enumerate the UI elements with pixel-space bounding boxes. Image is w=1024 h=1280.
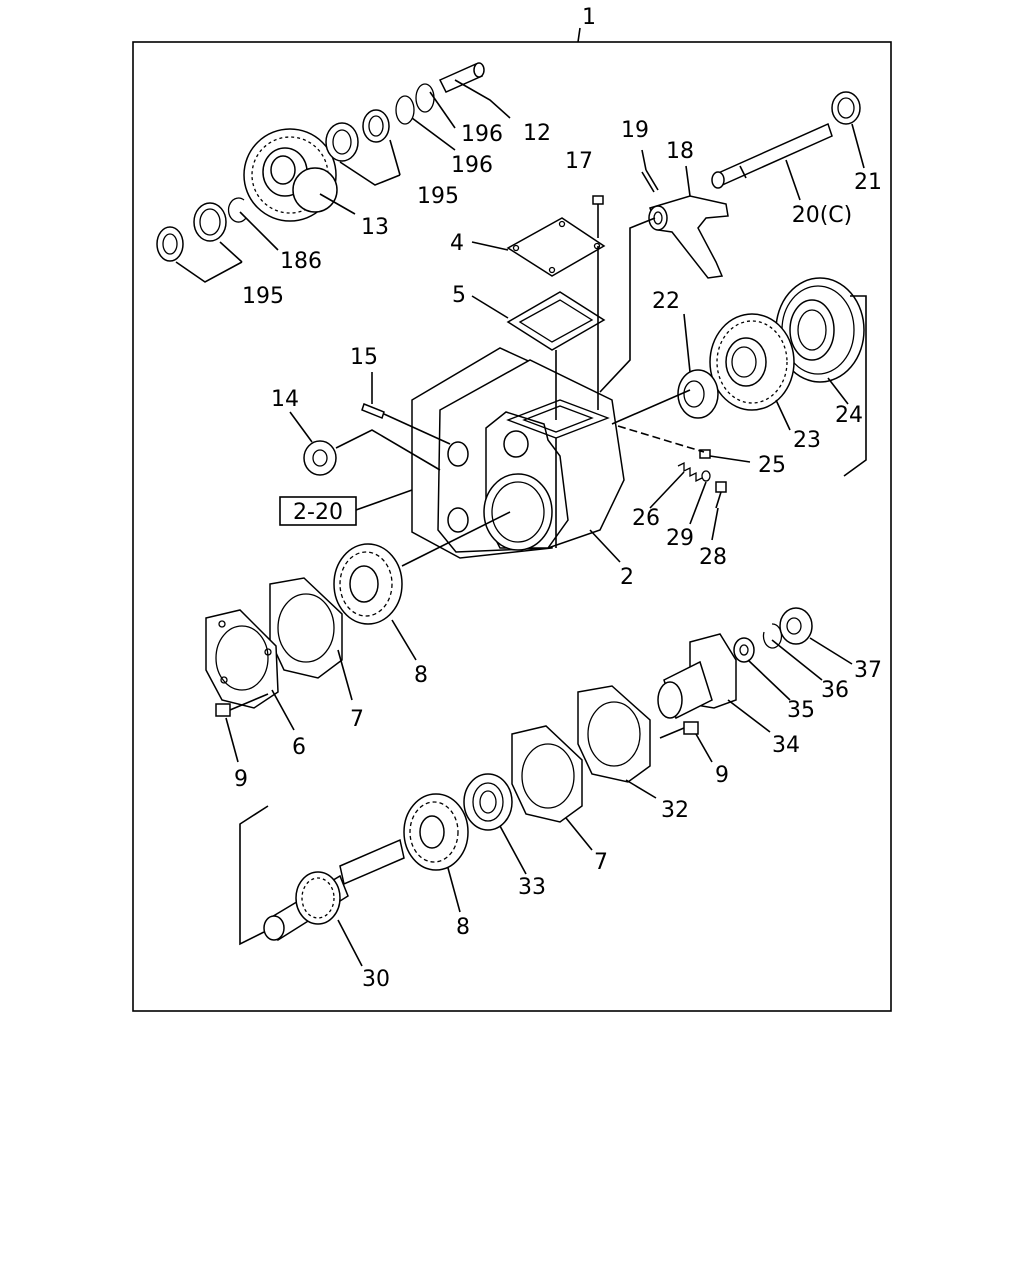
callout-15: 15 bbox=[350, 345, 378, 370]
bearing-195-upper-part bbox=[325, 109, 390, 162]
callout-5: 5 bbox=[452, 283, 466, 308]
callout-22: 22 bbox=[652, 289, 680, 314]
callout-24: 24 bbox=[835, 403, 863, 428]
bearing-195-left-part bbox=[156, 202, 227, 262]
seal-33-part bbox=[463, 773, 513, 831]
callout-23: 23 bbox=[793, 428, 821, 453]
callout-7-upper: 7 bbox=[350, 707, 364, 732]
pin-15-part bbox=[361, 403, 385, 419]
callout-29: 29 bbox=[666, 526, 694, 551]
callout-195-left: 195 bbox=[242, 284, 284, 309]
callout-18: 18 bbox=[666, 139, 694, 164]
callout-195-upper: 195 bbox=[417, 184, 459, 209]
housing-2-part bbox=[411, 347, 625, 559]
callout-13: 13 bbox=[361, 215, 389, 240]
bushing-14-part bbox=[303, 440, 337, 476]
callout-25: 25 bbox=[758, 453, 786, 478]
pin-19-part bbox=[641, 169, 659, 193]
bearing-8-upper-part bbox=[333, 543, 403, 625]
callout-35: 35 bbox=[787, 698, 815, 723]
callout-9-right: 9 bbox=[715, 763, 729, 788]
flange-34-part bbox=[657, 633, 737, 720]
callout-9-left: 9 bbox=[234, 767, 248, 792]
gasket-7-lower-part bbox=[511, 725, 583, 823]
callout-20c: 20(C) bbox=[792, 203, 853, 228]
callout-26: 26 bbox=[632, 506, 660, 531]
snap-ring-186-part bbox=[227, 197, 247, 223]
callout-32: 32 bbox=[661, 798, 689, 823]
pin-12-part bbox=[438, 62, 485, 93]
callout-36: 36 bbox=[821, 678, 849, 703]
shift-fork-18-part bbox=[648, 195, 729, 279]
callout-196-lower: 196 bbox=[451, 153, 493, 178]
shim-196-part bbox=[395, 83, 435, 125]
bolt-9-left-part bbox=[215, 693, 269, 717]
gear-13-part bbox=[243, 128, 338, 222]
cover-4-part bbox=[506, 217, 606, 277]
callout-8-lower: 8 bbox=[456, 915, 470, 940]
gasket-7-upper-part bbox=[269, 577, 343, 679]
callout-6: 6 bbox=[292, 735, 306, 760]
shaft-20-part bbox=[711, 122, 833, 189]
callout-4: 4 bbox=[450, 231, 464, 256]
callout-37: 37 bbox=[854, 658, 882, 683]
callout-186: 186 bbox=[280, 249, 322, 274]
nut-37-part bbox=[779, 607, 813, 645]
bolt-17-part bbox=[592, 195, 604, 222]
callout-33: 33 bbox=[518, 875, 546, 900]
washer-22-part bbox=[677, 369, 719, 419]
diagram-frame bbox=[132, 41, 892, 1012]
callout-12: 12 bbox=[523, 121, 551, 146]
leader-lines bbox=[175, 79, 867, 967]
callout-8-upper: 8 bbox=[414, 663, 428, 688]
gasket-32-part bbox=[577, 685, 651, 783]
callout-19: 19 bbox=[621, 118, 649, 143]
callout-7-lower: 7 bbox=[594, 850, 608, 875]
callout-21: 21 bbox=[854, 170, 882, 195]
callout-30: 30 bbox=[362, 967, 390, 992]
gear-23-part bbox=[709, 313, 795, 411]
callout-28: 28 bbox=[699, 545, 727, 570]
output-shaft-30-part bbox=[263, 838, 405, 942]
bearing-8-lower-part bbox=[403, 793, 469, 871]
washer-35-part bbox=[733, 637, 755, 663]
assembly-label: 1 bbox=[582, 5, 596, 30]
callout-196-upper: 196 bbox=[461, 122, 503, 147]
lock-washer-36-part bbox=[762, 623, 783, 649]
callout-34: 34 bbox=[772, 733, 800, 758]
detent-parts bbox=[677, 449, 727, 509]
callout-14: 14 bbox=[271, 387, 299, 412]
callout-17: 17 bbox=[565, 149, 593, 174]
cover-6-part bbox=[205, 609, 279, 709]
reference-box bbox=[279, 496, 357, 526]
gasket-5-part bbox=[506, 291, 606, 351]
callout-2: 2 bbox=[620, 565, 634, 590]
bolt-9-right-part bbox=[659, 721, 699, 739]
reference-box-label: 2-20 bbox=[293, 500, 343, 525]
bushing-21-part bbox=[831, 91, 861, 125]
